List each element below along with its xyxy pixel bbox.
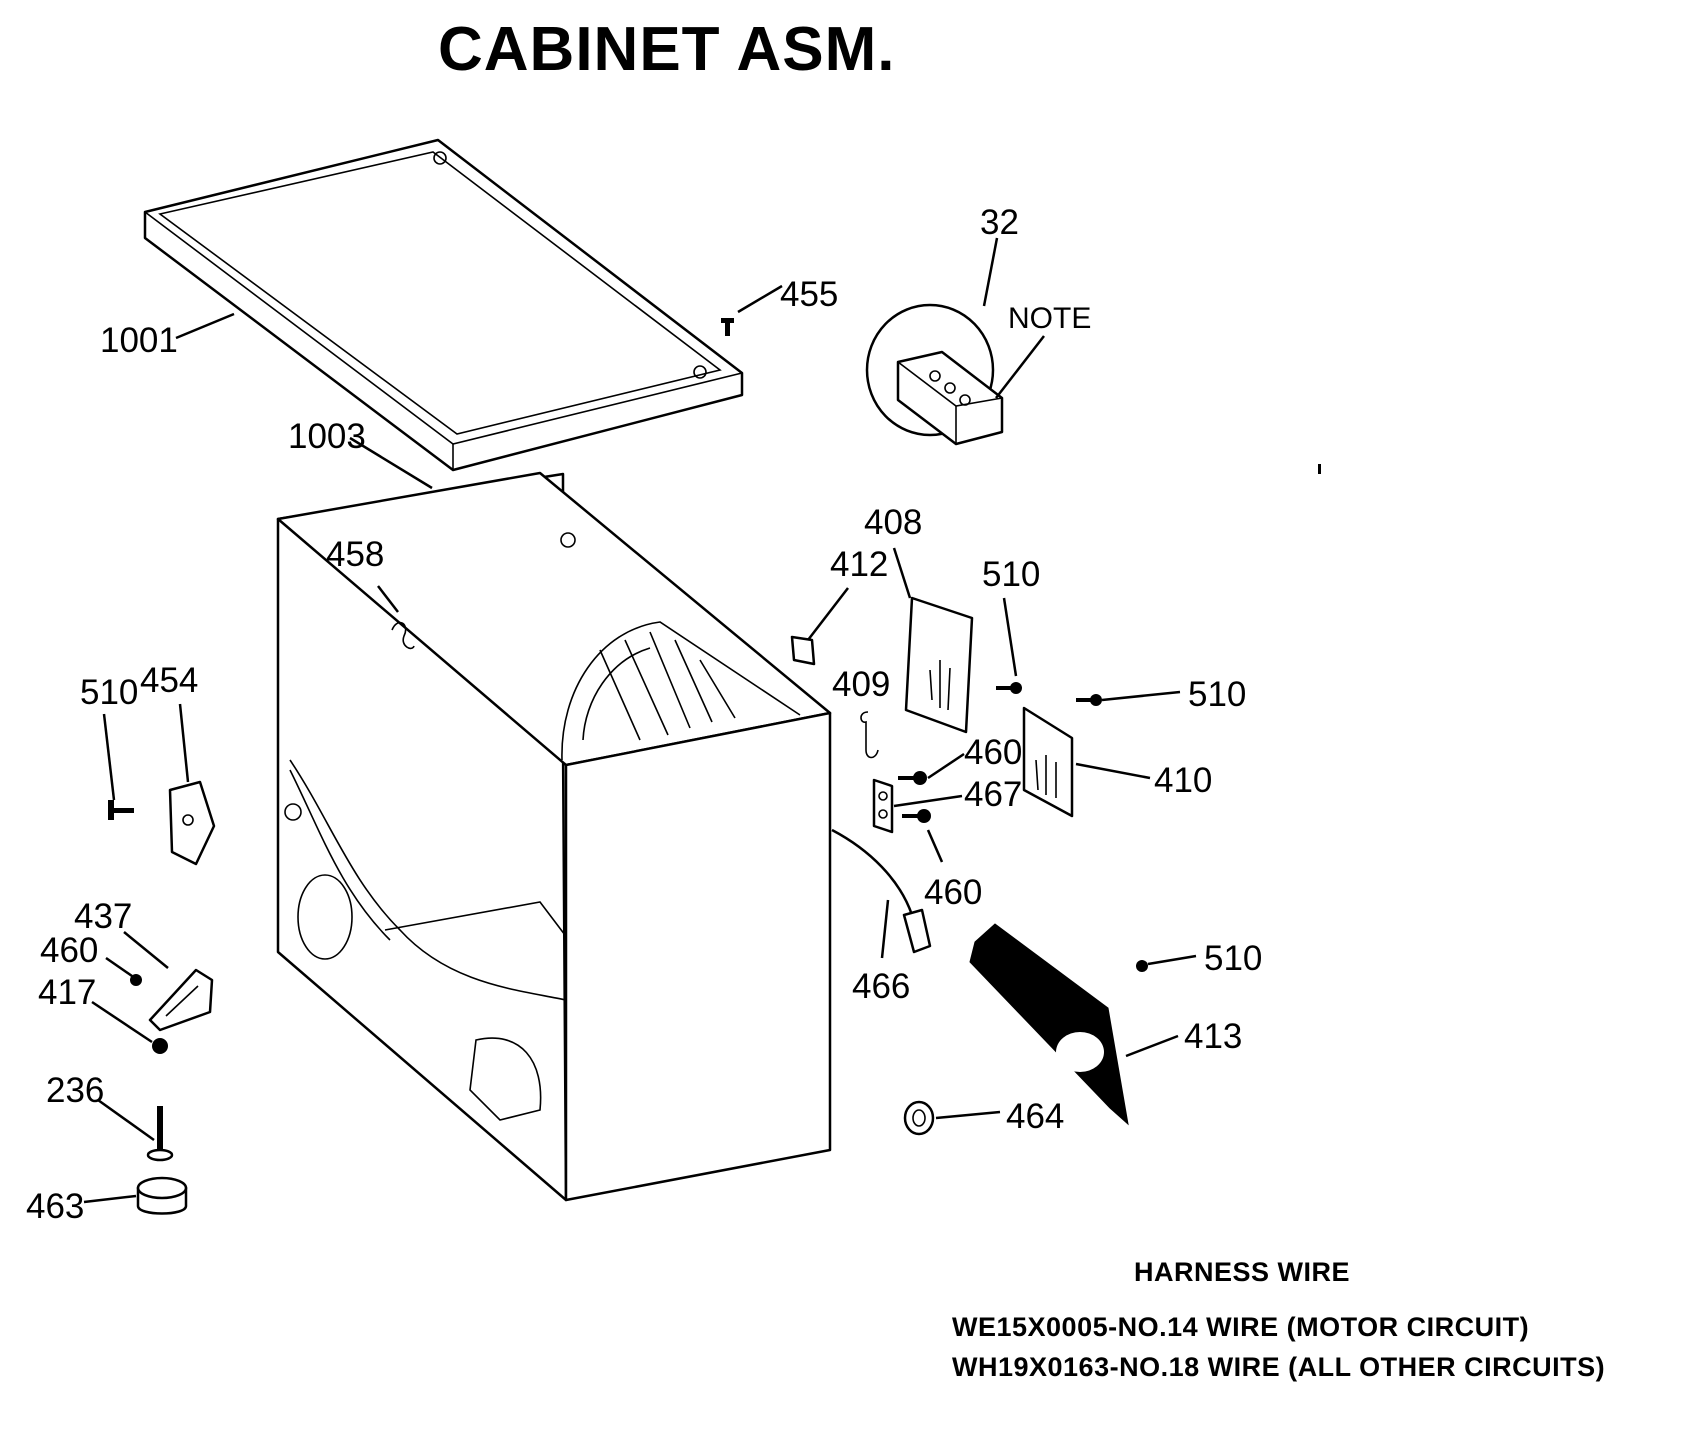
callout-409: 409 xyxy=(832,665,890,704)
callout-510-left: 510 xyxy=(80,673,138,712)
screw-part-460-c xyxy=(130,974,142,986)
callout-417: 417 xyxy=(38,973,96,1012)
callout-458: 458 xyxy=(326,535,384,574)
screw-part-460-b xyxy=(902,809,931,823)
callout-1001: 1001 xyxy=(100,321,178,360)
screw-part-510-left xyxy=(108,800,134,820)
cabinet-body-part xyxy=(276,471,832,1202)
screw-part-510-upper xyxy=(996,682,1022,694)
bracket-part-454 xyxy=(168,780,216,866)
callout-1003: 1003 xyxy=(288,417,366,456)
leveling-leg-part xyxy=(146,1106,174,1162)
callout-413: 413 xyxy=(1184,1017,1242,1056)
bracket-part-410 xyxy=(1022,706,1074,818)
callout-510-right: 510 xyxy=(1188,675,1246,714)
callout-460-lower: 460 xyxy=(924,873,982,912)
nut-part-417 xyxy=(152,1038,168,1054)
hook-part-409 xyxy=(860,711,879,759)
callout-437: 437 xyxy=(74,897,132,936)
clip-part-458 xyxy=(391,621,415,650)
callout-32: 32 xyxy=(980,203,1019,242)
bracket-part-408 xyxy=(904,596,974,734)
power-cord-part xyxy=(831,828,932,954)
callout-460-upper: 460 xyxy=(964,733,1022,772)
bracket-part-412 xyxy=(790,635,816,666)
callout-454: 454 xyxy=(140,661,198,700)
toe-panel-part xyxy=(969,923,1129,1126)
foot-part-463 xyxy=(136,1176,188,1215)
harness-wire-line-2: WH19X0163-NO.18 WIRE (ALL OTHER CIRCUITS… xyxy=(952,1352,1606,1382)
harness-wire-title: HARNESS WIRE xyxy=(1134,1257,1351,1287)
plate-part-467 xyxy=(872,778,894,834)
callout-410: 410 xyxy=(1154,761,1212,800)
plug-part-464 xyxy=(903,1100,935,1136)
callout-510-upper: 510 xyxy=(982,555,1040,594)
callout-408: 408 xyxy=(864,503,922,542)
top-panel-part xyxy=(143,138,744,472)
leader-lines xyxy=(83,237,1197,1204)
screw-part-460-a xyxy=(898,771,927,785)
screw-part-455 xyxy=(721,318,734,336)
stray-mark xyxy=(1318,464,1321,474)
bracket-part-437 xyxy=(148,968,214,1032)
callout-464: 464 xyxy=(1006,1097,1064,1136)
callout-412: 412 xyxy=(830,545,888,584)
callout-510-lower: 510 xyxy=(1204,939,1262,978)
harness-wire-line-1: WE15X0005-NO.14 WIRE (MOTOR CIRCUIT) xyxy=(952,1312,1530,1342)
callout-463: 463 xyxy=(26,1187,84,1226)
callout-466: 466 xyxy=(852,967,910,1006)
callout-460-left: 460 xyxy=(40,931,98,970)
callout-236: 236 xyxy=(46,1071,104,1110)
callout-455: 455 xyxy=(780,275,838,314)
screw-part-510-lower xyxy=(1136,960,1148,972)
screw-part-510-right xyxy=(1076,694,1102,706)
callout-note: NOTE xyxy=(1008,302,1091,335)
callout-467: 467 xyxy=(964,775,1022,814)
page-title: CABINET ASM. xyxy=(438,15,896,84)
terminal-block-part xyxy=(865,303,1004,446)
